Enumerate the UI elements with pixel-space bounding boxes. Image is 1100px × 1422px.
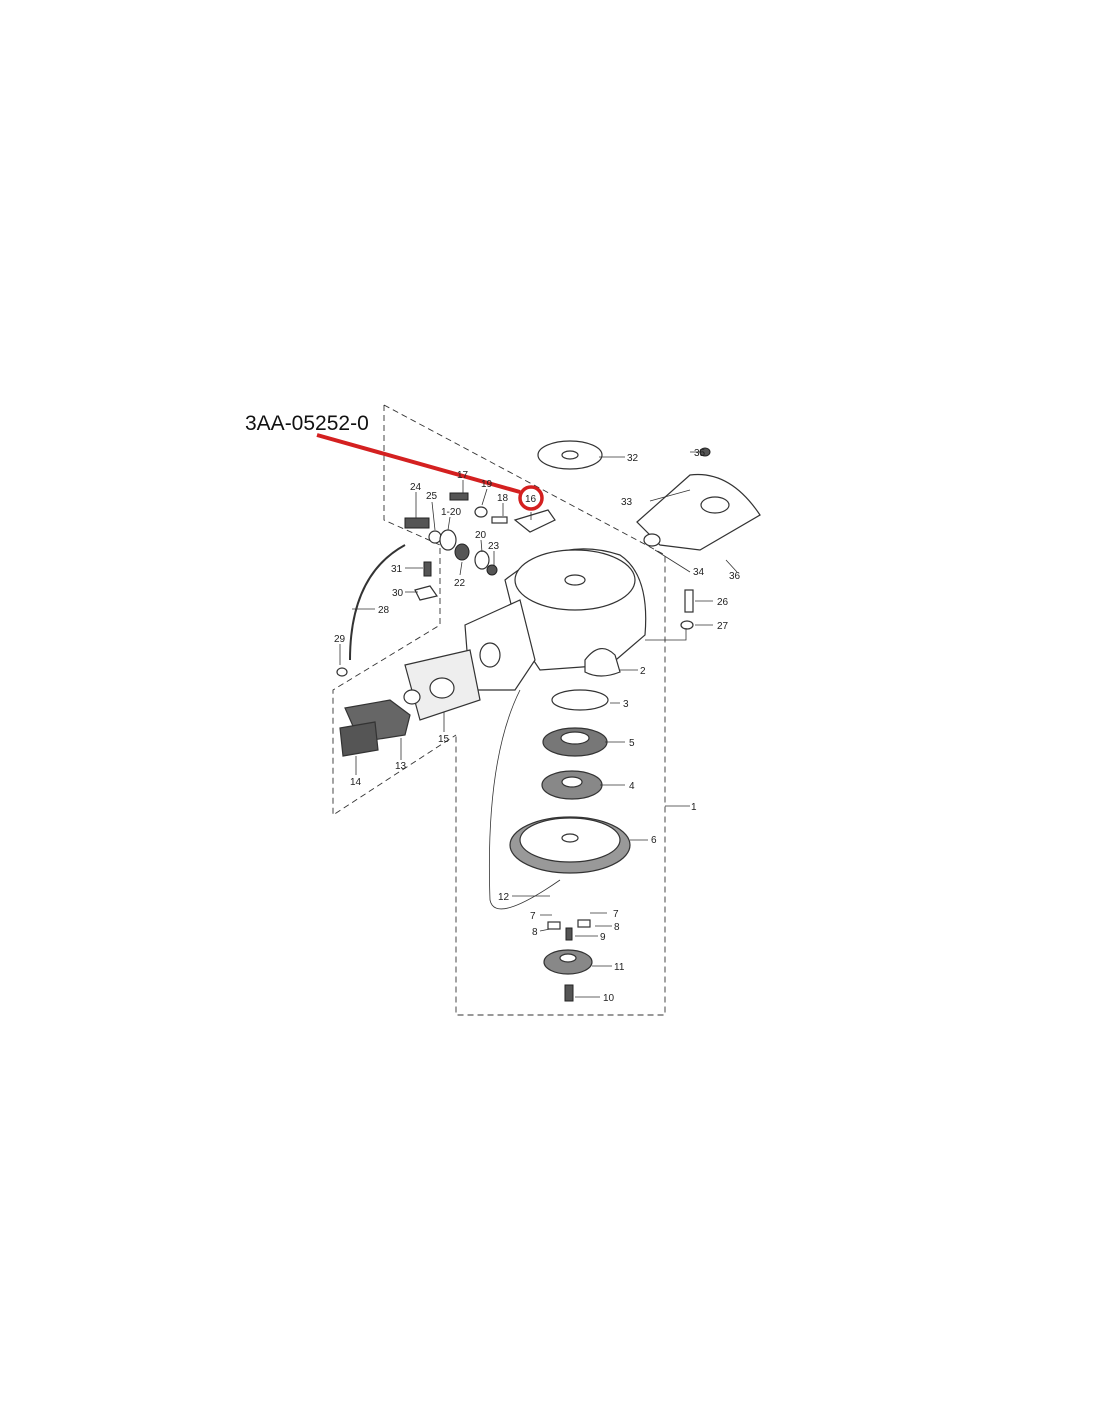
cable-28 [349, 544, 406, 661]
label-22: 22 [454, 578, 466, 589]
label-31: 31 [391, 564, 403, 575]
grip-14 [339, 721, 379, 757]
label-33: 33 [621, 497, 633, 508]
label-20: 20 [475, 530, 487, 541]
label-13: 13 [395, 761, 407, 772]
label-3: 3 [623, 699, 629, 710]
label-34: 34 [693, 567, 705, 578]
cover-part-33 [636, 473, 761, 551]
label-5: 5 [629, 738, 635, 749]
label-26: 26 [717, 597, 729, 608]
label-8: 8 [532, 927, 538, 938]
label-30: 30 [392, 588, 404, 599]
label-10: 10 [603, 993, 615, 1004]
label-4: 4 [629, 781, 635, 792]
label-28: 28 [378, 605, 390, 616]
label-14: 14 [350, 777, 362, 788]
label-11: 11 [614, 962, 625, 973]
label-15: 15 [438, 734, 450, 745]
label-35: 35 [694, 448, 706, 459]
callout-part-number: 3AA-05252-0 [245, 412, 369, 435]
label-16: 16 [525, 494, 537, 505]
group-outline-upper [383, 404, 666, 1016]
starter-rope [488, 689, 561, 910]
recoil-starter-housing [464, 548, 647, 691]
label-36: 36 [729, 571, 741, 582]
lever-16 [513, 509, 556, 533]
label-17: 17 [457, 470, 469, 481]
label-9: 9 [600, 932, 606, 943]
group-outline-lower [332, 548, 457, 816]
callout-leader-line [316, 433, 521, 494]
label-7: 7 [613, 909, 619, 920]
label-27: 27 [717, 621, 729, 632]
label-2: 2 [640, 666, 646, 677]
plate-3 [551, 689, 609, 711]
label-7: 7 [530, 911, 536, 922]
label-32: 32 [627, 453, 639, 464]
label-12: 12 [498, 892, 510, 903]
label-29: 29 [334, 634, 346, 645]
label-1-20: 1-20 [441, 507, 461, 518]
label-24: 24 [410, 482, 422, 493]
label-8: 8 [614, 922, 620, 933]
label-23: 23 [488, 541, 500, 552]
label-25: 25 [426, 491, 438, 502]
label-1: 1 [691, 802, 697, 813]
label-6: 6 [651, 835, 657, 846]
label-19: 19 [481, 479, 493, 490]
callout-highlight-circle [518, 485, 544, 511]
label-18: 18 [497, 493, 509, 504]
